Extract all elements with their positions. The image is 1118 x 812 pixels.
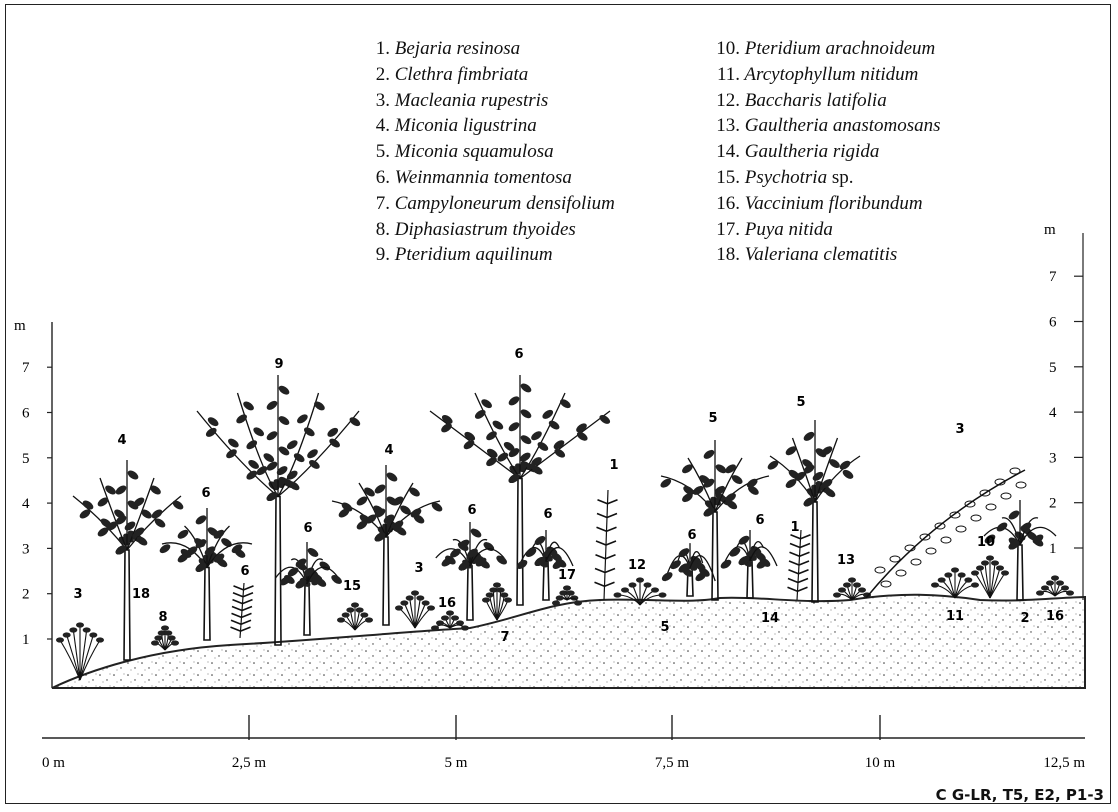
plant-number-label: 5: [796, 395, 805, 410]
distance-axis-tick-label: 5 m: [445, 755, 468, 771]
plant-number-label: 11: [946, 609, 964, 624]
right-axis-tick-label: 4: [1049, 405, 1057, 421]
left-axis-tick-label: 1: [22, 632, 30, 648]
plant-number-label: 8: [158, 610, 167, 625]
plant-number-label: 16: [1046, 609, 1064, 624]
vaccinium-shrub: [1036, 575, 1074, 596]
plant-number-label: 13: [837, 553, 855, 568]
weinmannia-tree: [158, 508, 252, 640]
plant-number-label: 15: [343, 579, 361, 594]
left-axis-tick-label: 6: [22, 406, 30, 422]
plant-number-label: 4: [384, 443, 393, 458]
psychotria-shrub: [337, 602, 373, 630]
pteridium-aquilinum-fern: [231, 583, 254, 638]
right-axis-tick-label: 7: [1049, 269, 1057, 285]
plant-number-label: 3: [955, 422, 964, 437]
figure-credit: C G-LR, T5, E2, P1-3: [936, 786, 1104, 804]
left-axis-tick-label: 7: [22, 360, 30, 376]
distance-axis-tick-label: 10 m: [865, 755, 896, 771]
plant-number-label: 6: [240, 564, 249, 579]
plant-number-label: 7: [500, 630, 509, 645]
weinmannia-tree: [660, 544, 715, 596]
plant-number-label: 1: [609, 458, 618, 473]
plant-number-label: 1: [790, 520, 799, 535]
distance-axis-tick-label: 7,5 m: [655, 755, 690, 771]
left-axis-tick-label: 3: [22, 541, 30, 557]
vaccinium-shrub: [431, 610, 469, 630]
weinmannia-tree: [430, 375, 612, 605]
plant-number-label: 17: [558, 568, 576, 583]
weinmannia-tree: [197, 375, 362, 645]
plant-number-label: 3: [73, 587, 82, 602]
weinmannia-tree: [719, 530, 777, 598]
distance-axis-tick-label: 12,5 m: [1043, 755, 1085, 771]
campyloneurum-plant: [482, 582, 512, 620]
right-axis-tick-label: 3: [1049, 450, 1057, 466]
plant-number-label: 16: [438, 596, 456, 611]
left-axis-tick-label: 5: [22, 451, 30, 467]
plant-number-label: 12: [628, 558, 646, 573]
weinmannia-tree: [276, 542, 344, 635]
plant-number-label: 4: [117, 433, 126, 448]
plant-number-label: 6: [201, 486, 210, 501]
plant-number-label: 6: [467, 503, 476, 518]
right-axis-tick-label: 1: [1049, 541, 1057, 557]
diphasiastrum-plant: [151, 625, 179, 650]
miconia-squamulosa-tree: [766, 420, 860, 602]
plant-number-label: 10: [977, 535, 995, 550]
plant-number-label: 6: [755, 513, 764, 528]
plant-number-label: 6: [543, 507, 552, 522]
plant-number-label: 5: [708, 411, 717, 426]
distance-axis-tick-label: 0 m: [42, 755, 65, 771]
plant-number-label: 14: [761, 611, 779, 626]
right-axis-tick-label: 2: [1049, 496, 1057, 512]
plant-number-label: 3: [414, 561, 423, 576]
bejaria-shrub: [595, 490, 618, 600]
left-axis-unit: m: [14, 318, 26, 334]
plant-number-label: 2: [1020, 611, 1029, 626]
bejaria-shrub: [788, 530, 811, 600]
plant-number-label: 5: [660, 620, 669, 635]
plant-number-label: 6: [687, 528, 696, 543]
terrain: [52, 595, 1085, 688]
plant-number-label: 6: [303, 521, 312, 536]
pteridium-arachnoideum-fern: [971, 555, 1009, 598]
weinmannia-tree: [983, 500, 1056, 600]
right-axis-tick-label: 6: [1049, 315, 1057, 331]
left-axis-tick-label: 2: [22, 587, 30, 603]
right-axis-unit: m: [1044, 222, 1056, 238]
gaultheria-shrub: [833, 577, 871, 600]
right-axis-tick-label: 5: [1049, 360, 1057, 376]
left-axis-tick-label: 4: [22, 496, 30, 512]
plant-number-label: 9: [274, 357, 283, 372]
plant-number-label: 18: [132, 587, 150, 602]
macleania-shrub: [395, 590, 435, 628]
distance-axis-tick-label: 2,5 m: [232, 755, 267, 771]
plant-number-label: 6: [514, 347, 523, 362]
